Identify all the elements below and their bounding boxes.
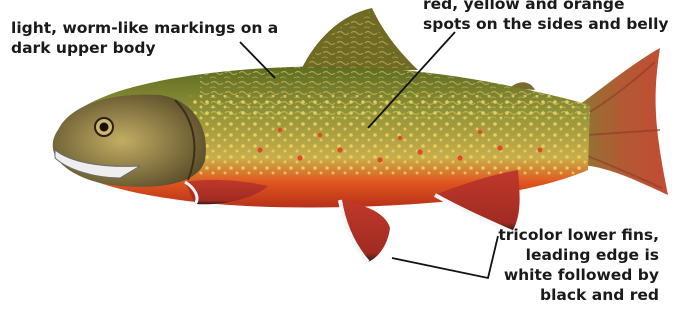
label-spots: red, yellow and orange spots on the side… [423, 0, 673, 34]
pointer-fins [392, 236, 498, 278]
label-markings: light, worm-like markings on a dark uppe… [11, 18, 291, 58]
label-fins: tricolor lower fins, leading edge is whi… [494, 225, 659, 305]
